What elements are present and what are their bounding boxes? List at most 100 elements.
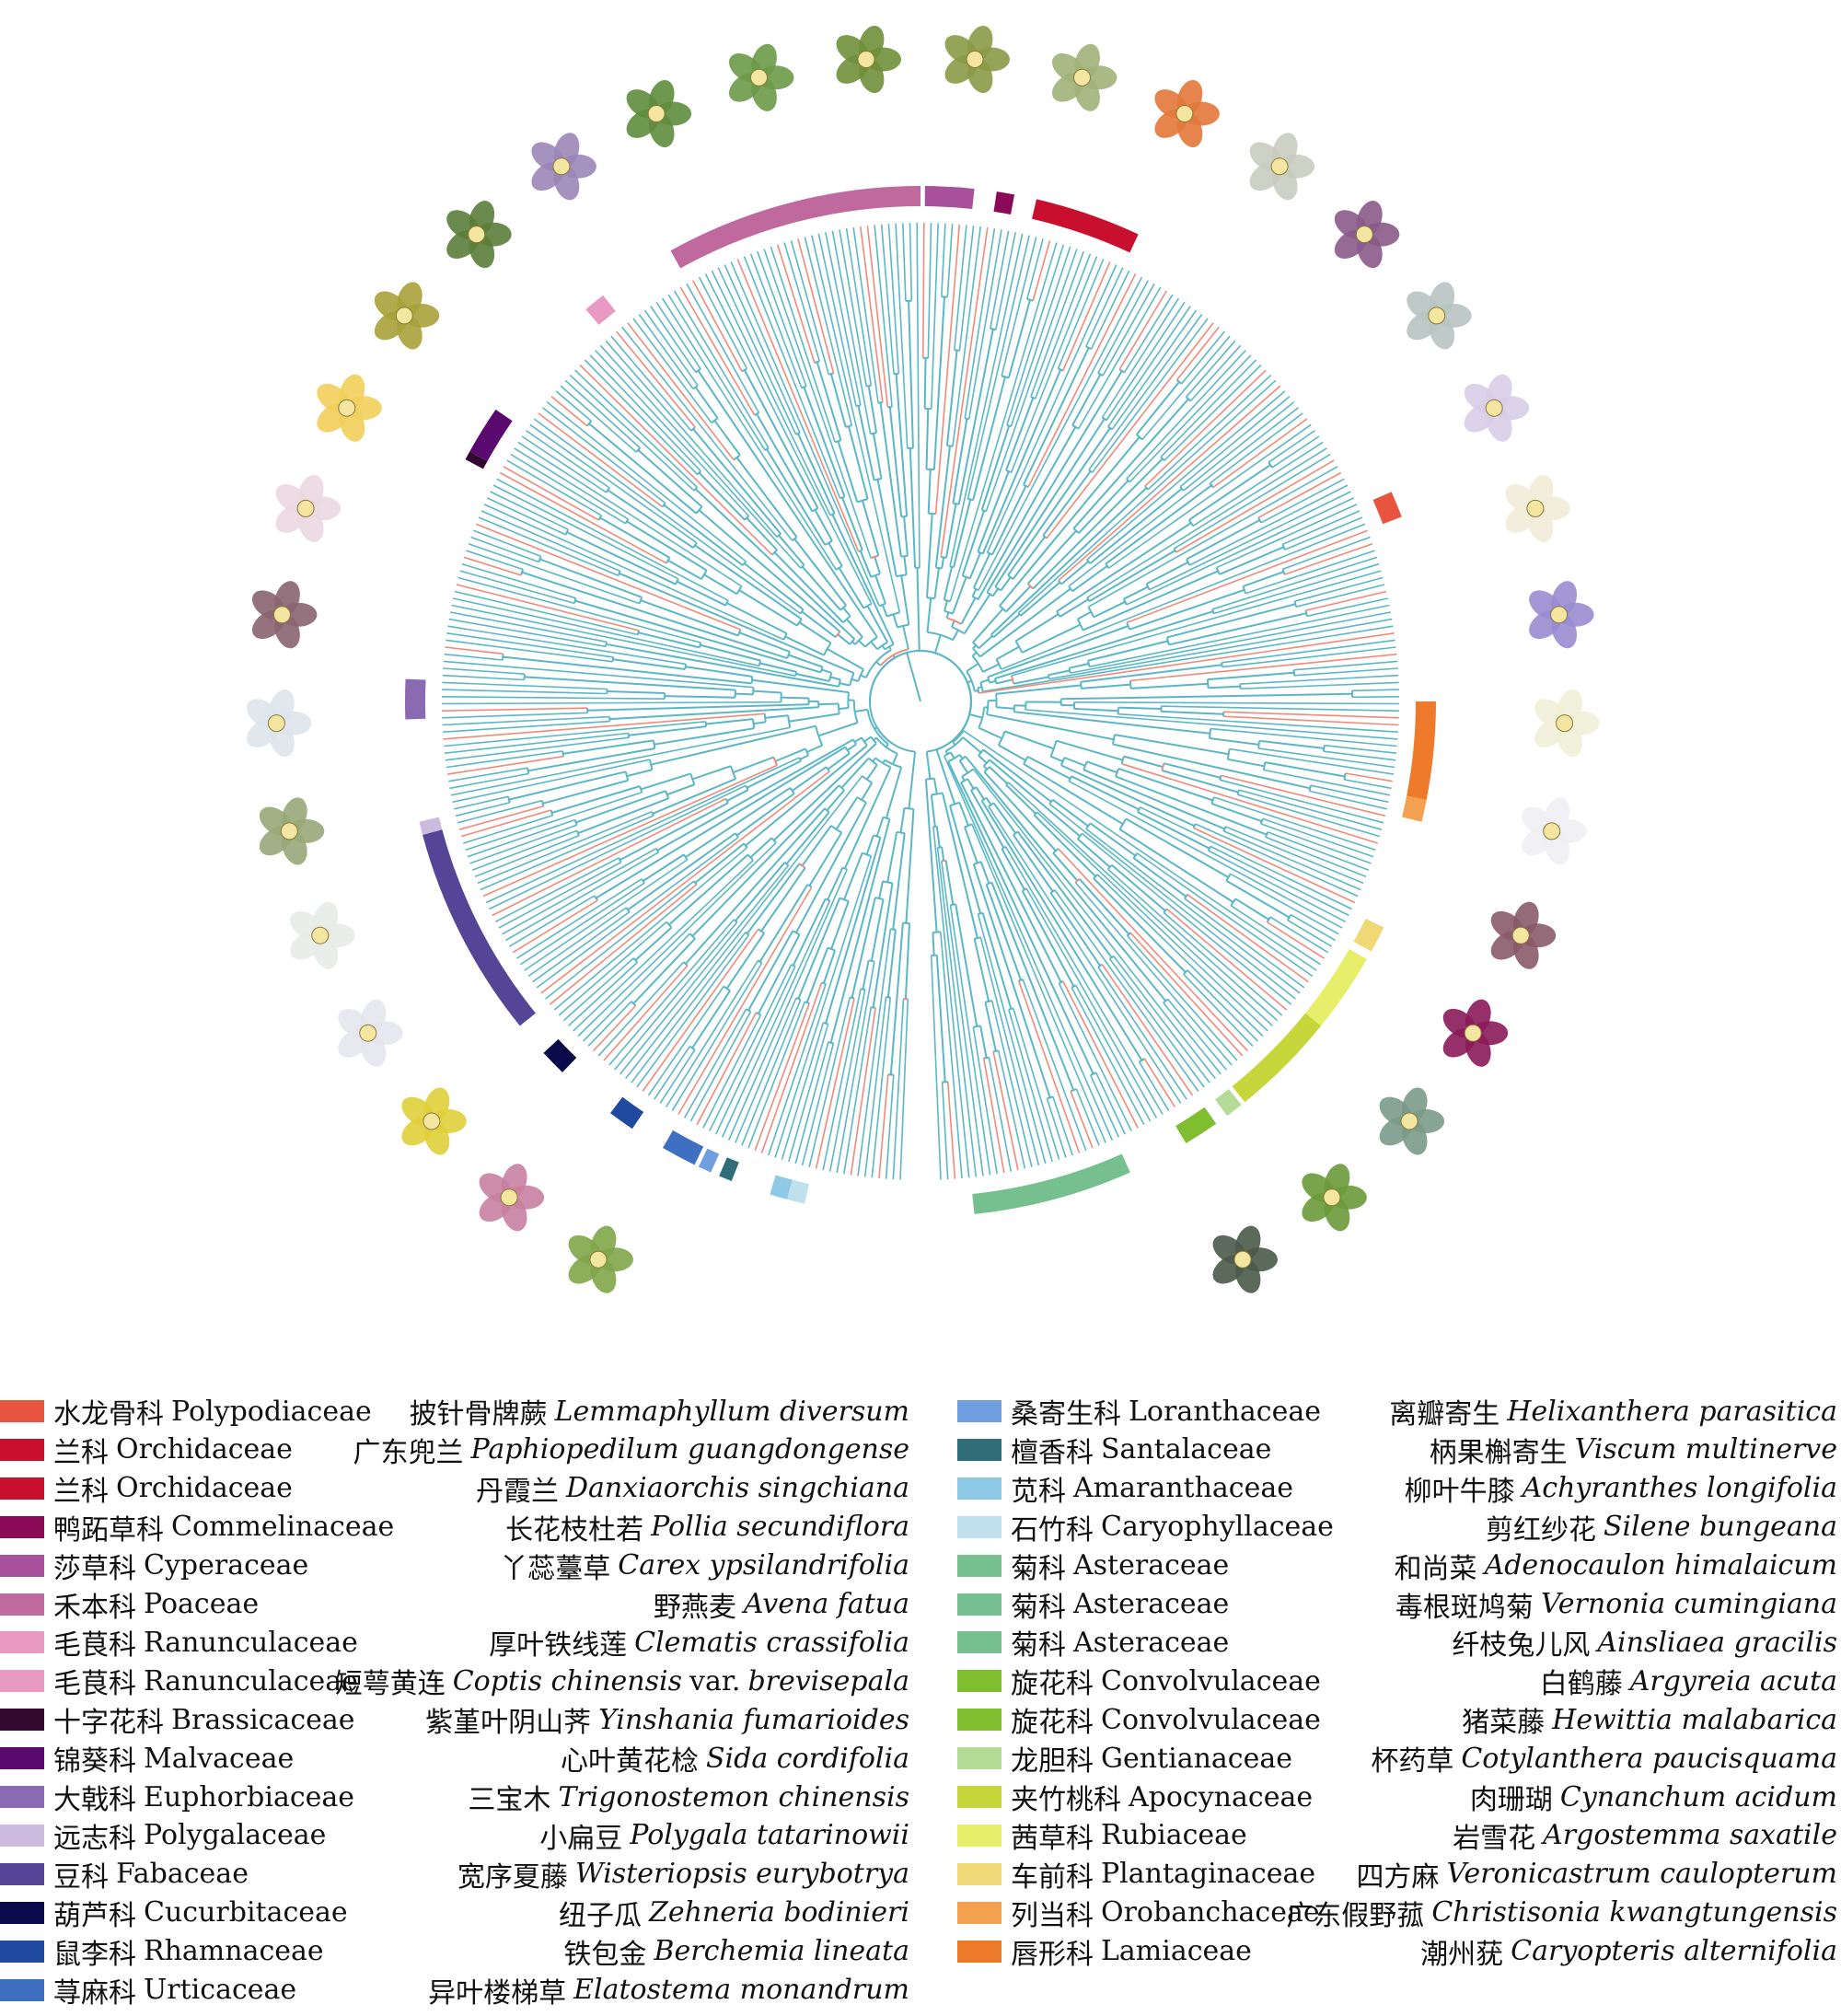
tree-tip-branch bbox=[944, 755, 1114, 1141]
tree-tip-branch bbox=[760, 982, 823, 1153]
tree-tip-branch bbox=[1108, 423, 1312, 569]
tree-tip-branch bbox=[1078, 286, 1162, 430]
tree-arc bbox=[1304, 609, 1308, 617]
tree-branch bbox=[971, 588, 978, 597]
tree-arc bbox=[971, 655, 984, 673]
tree-tip-branch bbox=[1167, 998, 1227, 1071]
tree-arc bbox=[890, 928, 896, 931]
family-ring-segment bbox=[1232, 1013, 1322, 1103]
tree-tip-branch bbox=[704, 273, 873, 605]
tree-arc bbox=[1005, 469, 1012, 474]
tree-tip-branch bbox=[667, 294, 766, 451]
tree-arc bbox=[1292, 669, 1295, 676]
tree-tip-branch bbox=[949, 233, 1024, 567]
family-ring-segment bbox=[1305, 949, 1367, 1026]
tree-tip-branch bbox=[964, 228, 996, 419]
tree-tip-branch bbox=[442, 689, 608, 695]
tree-arc bbox=[986, 701, 990, 715]
tree-arc bbox=[648, 759, 654, 770]
tree-arc bbox=[954, 349, 960, 352]
tree-arc bbox=[936, 725, 967, 751]
tree-tip-branch bbox=[1068, 780, 1343, 929]
tree-tip-branch bbox=[1058, 848, 1248, 1052]
photo-orchid-1 bbox=[479, 1164, 545, 1232]
tree-arc bbox=[887, 405, 893, 409]
tree-branch bbox=[1117, 706, 1162, 710]
tree-branch bbox=[968, 552, 981, 579]
tree-tip-branch bbox=[1195, 823, 1359, 898]
tree-branch bbox=[900, 575, 910, 625]
tree-tip-branch bbox=[1245, 550, 1375, 595]
tree-branch bbox=[842, 607, 851, 618]
tree-branch bbox=[973, 938, 990, 1002]
tree-branch bbox=[1118, 828, 1234, 903]
species-name-cn: 肉珊瑚 bbox=[1469, 1784, 1553, 1816]
tree-branch bbox=[566, 531, 677, 585]
tree-tip-branch bbox=[1085, 267, 1124, 347]
tree-branch bbox=[927, 469, 932, 514]
tree-tip-branch bbox=[1160, 359, 1257, 458]
tree-arc bbox=[1090, 1072, 1097, 1076]
legend-color-swatch bbox=[957, 1901, 1002, 1924]
tree-tip-branch bbox=[817, 233, 857, 407]
tree-branch bbox=[781, 696, 809, 700]
species-name-cn: 丹霞兰 bbox=[475, 1475, 559, 1508]
tree-branch bbox=[685, 666, 753, 678]
tree-tip-branch bbox=[472, 829, 578, 871]
tree-branch bbox=[831, 514, 895, 645]
tree-tip-branch bbox=[492, 484, 679, 580]
tree-tip-branch bbox=[1087, 466, 1338, 608]
tree-arc bbox=[992, 1049, 999, 1053]
tree-tip-branch bbox=[1070, 1091, 1094, 1149]
tree-branch bbox=[1105, 484, 1212, 565]
species-name-cn: 离瓣寄生 bbox=[1389, 1398, 1500, 1431]
species-name-cn: 丫蕊薹草 bbox=[500, 1552, 611, 1585]
photo-brassicaceae bbox=[275, 474, 342, 542]
tree-tip-branch bbox=[1006, 244, 1065, 426]
tree-arc bbox=[1207, 845, 1211, 852]
tree-arc bbox=[698, 642, 702, 648]
tree-tip-branch bbox=[885, 1074, 895, 1179]
tree-branch bbox=[735, 692, 754, 696]
tree-tip-branch bbox=[967, 229, 1002, 420]
tree-branch bbox=[932, 932, 935, 956]
tree-branch bbox=[587, 703, 809, 712]
tree-tip-branch bbox=[1007, 782, 1273, 1026]
tree-tip-branch bbox=[1184, 898, 1305, 989]
species-name-cn: 四方麻 bbox=[1356, 1860, 1440, 1894]
family-name-cn: 毛茛科 bbox=[53, 1668, 136, 1701]
tree-tip-branch bbox=[1096, 874, 1264, 1037]
tree-arc bbox=[869, 656, 896, 746]
photo-euphorbiaceae bbox=[446, 201, 512, 269]
photo-santalaceae bbox=[1154, 79, 1220, 148]
species-name-latin: Christisonia kwangtungensis bbox=[1431, 1896, 1837, 1929]
tree-branch bbox=[979, 861, 990, 885]
family-name-cn: 兰科 bbox=[53, 1475, 109, 1508]
tree-branch bbox=[829, 373, 847, 428]
tree-branch bbox=[957, 329, 994, 504]
tree-tip-branch bbox=[1208, 850, 1347, 923]
species-name-latin: Adenocaulon himalaicum bbox=[1484, 1549, 1837, 1582]
tree-tip-branch bbox=[954, 225, 967, 351]
tree-branch bbox=[1132, 857, 1187, 898]
tree-tip-branch bbox=[1121, 762, 1378, 844]
tree-branch bbox=[626, 769, 653, 778]
legend-color-swatch bbox=[0, 1593, 44, 1616]
tree-arc bbox=[1222, 826, 1227, 832]
tree-tip-branch bbox=[972, 1026, 998, 1175]
tree-branch bbox=[952, 629, 959, 641]
tree-arc bbox=[758, 660, 762, 666]
tree-tip-branch bbox=[724, 264, 801, 434]
tree-branch bbox=[735, 862, 786, 922]
tree-tip-branch bbox=[990, 1000, 1033, 1167]
tree-branch bbox=[575, 790, 666, 824]
tree-tip-branch bbox=[569, 375, 695, 492]
tree-tip-branch bbox=[1193, 827, 1356, 904]
tree-branch bbox=[994, 418, 1106, 587]
